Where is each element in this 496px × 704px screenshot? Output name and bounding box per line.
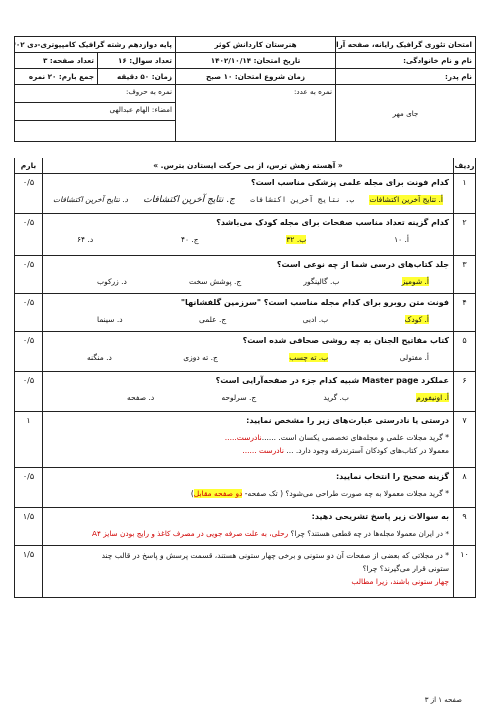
question-number: ۱ bbox=[453, 174, 475, 213]
option-c: ج. ته دوزی bbox=[183, 353, 218, 362]
student-name-label: نام و نام خانوادگی: bbox=[335, 53, 475, 68]
question-text: درستی یا نادرستی عبارت‌های زیر را مشخص ن… bbox=[246, 416, 449, 425]
question-8: ۸ ۰/۵ گزینه صحیح را انتخاب نمایید: * گری… bbox=[14, 468, 476, 508]
option-a: أ. مفتولی bbox=[399, 353, 429, 362]
option-a: أ. ۱۰ bbox=[394, 235, 409, 244]
question-score: ۰/۵ bbox=[15, 214, 43, 255]
option-d: د. منگنه bbox=[87, 353, 112, 362]
question-text: کدام فونت برای مجله علمی پزشکی مناسب است… bbox=[250, 178, 449, 187]
letters-grade-label: نمره به حروف: bbox=[15, 85, 175, 103]
question-score: ۰/۵ bbox=[15, 468, 43, 507]
option-c: ج. سرلوحه bbox=[221, 393, 257, 402]
option-d: د. نتایج آخرین اکتشافات bbox=[53, 195, 128, 204]
question-text: کدام گزینه تعداد مناسب صفحات برای مجله ک… bbox=[216, 218, 449, 227]
question-score: ۱/۵ bbox=[15, 546, 43, 597]
question-score: ۰/۵ bbox=[15, 372, 43, 411]
question-number: ۴ bbox=[453, 294, 475, 331]
question-7: ۷ ۱ درستی یا نادرستی عبارت‌های زیر را مش… bbox=[14, 412, 476, 468]
statement-1: * گرید مجلات معمولا به چه صورت طراحی می‌… bbox=[190, 489, 449, 498]
option-a: أ. شومیز bbox=[401, 277, 429, 286]
question-text: جلد کتاب‌های درسی شما از چه نوعی است؟ bbox=[276, 260, 449, 269]
question-number: ۶ bbox=[453, 372, 475, 411]
option-a: أ. کودک bbox=[404, 315, 429, 324]
question-score: ۰/۵ bbox=[15, 332, 43, 371]
question-number: ۷ bbox=[453, 412, 475, 467]
question-1: ۱ ۰/۵ کدام فونت برای مجله علمی پزشکی منا… bbox=[14, 174, 476, 214]
question-4: ۴ ۰/۵ فونت متن روبرو برای کدام مجله مناس… bbox=[14, 294, 476, 332]
question-9: ۹ ۱/۵ به سوالات زیر پاسخ تشریحی دهید: * … bbox=[14, 508, 476, 546]
option-c: ج. نتایج آخرین اکتشافات bbox=[143, 195, 235, 205]
option-a: أ. تتایج آخرین اکتشافات bbox=[369, 195, 443, 205]
question-5: ۵ ۰/۵ کتاب مفاتیح الجنان به چه روشی صحاف… bbox=[14, 332, 476, 372]
statement-2: معمولا در کتاب‌های کودکان آسترندرقه وجود… bbox=[242, 446, 449, 455]
question-number: ۱۰ bbox=[453, 546, 475, 597]
option-b: ب. ۳۲ bbox=[286, 235, 307, 244]
question-number: ۳ bbox=[453, 256, 475, 293]
row-column-header: ردیف bbox=[453, 158, 475, 173]
duration: زمان: ۵۰ دقیقه bbox=[97, 69, 175, 84]
total-score: جمع بارم: ۲۰ نمره bbox=[28, 72, 94, 81]
option-d: د. زرکوب bbox=[97, 277, 127, 286]
answer-2: نادرست ...... bbox=[242, 446, 284, 455]
option-b: ب. گرید bbox=[323, 393, 349, 402]
start-time: زمان شروع امتحان: ۱۰ صبح bbox=[175, 69, 335, 84]
question-6: ۶ ۰/۵ عملکرد Master page شبیه کدام جزء د… bbox=[14, 372, 476, 412]
answer-1: نادرست..... bbox=[224, 433, 262, 442]
question-text: عملکرد Master page شبیه کدام جزء در صفحه… bbox=[215, 376, 449, 385]
teacher-signature: امضاء: الهام عبدالهی bbox=[15, 103, 175, 121]
question-score: ۱ bbox=[15, 412, 43, 467]
question-number: ۵ bbox=[453, 332, 475, 371]
question-score: ۰/۵ bbox=[15, 256, 43, 293]
statement-1: * در ایران معمولا مجله‌ها در چه قطعی هست… bbox=[92, 529, 449, 538]
question-2: ۲ ۰/۵ کدام گزینه تعداد مناسب صفحات برای … bbox=[14, 214, 476, 256]
father-name-label: نام پدر: bbox=[335, 69, 475, 84]
option-b: ب. ادبی bbox=[302, 315, 329, 324]
numeric-grade-label: نمره به عدد: bbox=[175, 85, 335, 141]
page-footer: صفحه ۱ از ۳ bbox=[424, 696, 462, 704]
question-text: به سوالات زیر پاسخ تشریحی دهید: bbox=[311, 512, 449, 521]
question-score: ۰/۵ bbox=[15, 174, 43, 213]
option-c: ج. علمی bbox=[199, 315, 227, 324]
option-a: أ. اونیفورم bbox=[416, 393, 449, 402]
answer-1: رحلی، به علت صرفه جویی در مصرف کاغذ و را… bbox=[92, 529, 289, 538]
statement-1: * گرید مجلات علمی و مجله‌های تخصصی یکسان… bbox=[224, 433, 449, 442]
stamp-area: جای مهر bbox=[335, 85, 475, 141]
answer-1: چهار ستونی باشند، زیرا مطالب bbox=[351, 577, 449, 586]
option-c: ج. پوشش سخت bbox=[188, 277, 242, 286]
question-count: تعداد سوال: ۱۶ bbox=[97, 53, 175, 68]
question-text: کتاب مفاتیح الجنان به چه روشی صحافی شده … bbox=[242, 336, 449, 345]
exam-title: امتحان تئوری گرافیک رایانه، صفحه آرایی bbox=[335, 37, 475, 52]
score-column-header: بارم bbox=[15, 158, 43, 173]
option-d: د. ۶۴ bbox=[77, 235, 94, 244]
question-score: ۰/۵ bbox=[15, 294, 43, 331]
answer-1: دو صفحه مقابل bbox=[193, 489, 243, 498]
question-text: فونت متن روبرو برای کدام مجله مناسب است؟… bbox=[180, 298, 449, 307]
option-b: ب. نتایج آخرین اکتشافات bbox=[250, 195, 355, 204]
page-count: تعداد صفحه: ۳ bbox=[43, 56, 94, 65]
option-b: ب. گالینگور bbox=[303, 277, 340, 286]
question-10: ۱۰ ۱/۵ * در مجلاتی که بعضی از صفحات آن د… bbox=[14, 546, 476, 598]
grade-info: پایه دوازدهم رشته گرافیک کامپیوتری-دی ۱۴… bbox=[15, 40, 172, 49]
question-text-line-2: ستونی قرار می‌گیرند؟ چرا؟ bbox=[362, 564, 449, 573]
exam-date: تاریخ امتحان: ۱۴۰۲/۱۰/۱۴ bbox=[175, 53, 335, 68]
option-d: د. سینما bbox=[97, 315, 123, 324]
question-score: ۱/۵ bbox=[15, 508, 43, 545]
question-3: ۳ ۰/۵ جلد کتاب‌های درسی شما از چه نوعی ا… bbox=[14, 256, 476, 294]
question-text: گزینه صحیح را انتخاب نمایید: bbox=[335, 472, 449, 481]
option-d: د. صفحه bbox=[127, 393, 155, 402]
exam-header: امتحان تئوری گرافیک رایانه، صفحه آرایی ه… bbox=[14, 36, 476, 142]
option-c: ج. ۴۰ bbox=[180, 235, 199, 244]
motto-row: ردیف « آهسته زهش ترس، از بی حرکت ایستادن… bbox=[14, 158, 476, 174]
question-text-line-1: * در مجلاتی که بعضی از صفحات آن دو ستونی… bbox=[101, 551, 449, 560]
question-number: ۹ bbox=[453, 508, 475, 545]
school-name: هنرستان کاردانش کوثر bbox=[175, 37, 335, 52]
option-b: ب. ته چسب bbox=[289, 353, 329, 362]
motto-text: « آهسته زهش ترس، از بی حرکت ایستادن بترس… bbox=[153, 161, 343, 170]
question-number: ۸ bbox=[453, 468, 475, 507]
question-number: ۲ bbox=[453, 214, 475, 255]
